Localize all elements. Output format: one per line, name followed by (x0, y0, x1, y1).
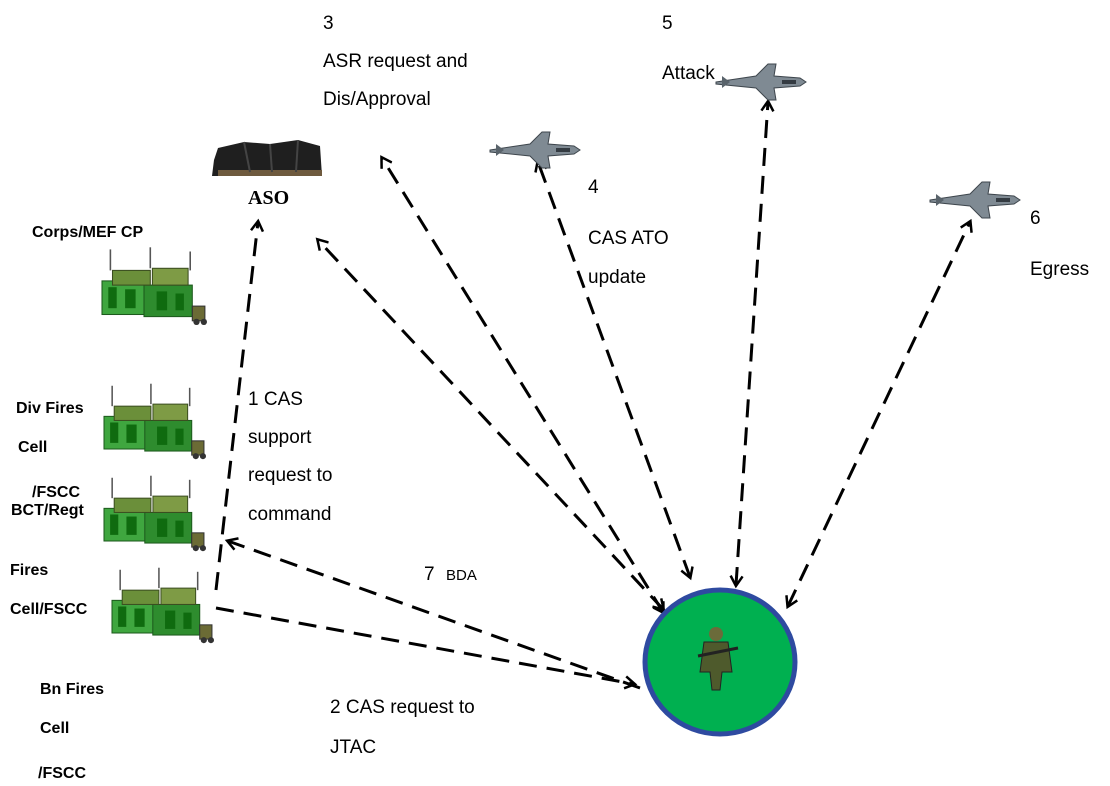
arrow-step2-cas-request (215, 606, 634, 684)
bct-label-line3: Cell/FSCC (10, 601, 88, 618)
fighter-jet-icon (715, 63, 807, 101)
step4-line1: CAS ATO (588, 228, 669, 249)
aso-label: ASO (248, 187, 290, 209)
step3-line2: Dis/Approval (323, 89, 431, 110)
step1-line3: request to (248, 465, 333, 486)
arrow-step1-cas-support (214, 222, 258, 591)
step6-number: 6 (1030, 208, 1041, 229)
bn-label-line2: Cell (40, 720, 70, 737)
step3-line1: ASR request and (323, 51, 468, 72)
bn-label-line1: Bn Fires (40, 681, 105, 698)
step1-line2: support (248, 427, 312, 448)
bct-label-line2: Fires (10, 562, 49, 579)
step2-line2: JTAC (330, 737, 377, 758)
step2-line1: 2 CAS request to (330, 697, 475, 718)
div-label-line2: Cell (18, 439, 48, 456)
step7-label: BDA (446, 567, 477, 584)
arrow-jtac-aso (318, 240, 663, 609)
step6-label: Egress (1030, 259, 1090, 280)
step3-number: 3 (323, 13, 334, 34)
div-label-line3: /FSCC (32, 484, 80, 501)
command-post-icon (111, 566, 215, 644)
step5-label: Attack (662, 63, 715, 84)
step4-number: 4 (588, 177, 599, 198)
step1-line4: command (248, 504, 332, 525)
soldier-icon (697, 627, 739, 691)
step7-number: 7 (424, 564, 435, 585)
bct-label-line1: BCT/Regt (11, 502, 84, 519)
corps-label: Corps/MEF CP (32, 224, 144, 241)
arrow-step5-attack (736, 102, 768, 585)
arrow-step7-bda (228, 541, 641, 690)
step5-number: 5 (662, 13, 673, 34)
arrow-step4-ato (538, 162, 690, 577)
step4-line2: update (588, 267, 647, 288)
command-post-icon (101, 246, 208, 326)
command-post-icon (103, 474, 207, 552)
step1-line1: 1 CAS (248, 389, 303, 410)
fighter-jet-icon (489, 131, 581, 169)
arrow-step6-egress (788, 222, 970, 606)
command-post-icon (103, 382, 207, 460)
bn-label-line3: /FSCC (38, 765, 86, 782)
tent-icon (212, 139, 322, 176)
div-label-line1: Div Fires (16, 400, 84, 417)
fighter-jet-icon (929, 181, 1021, 219)
